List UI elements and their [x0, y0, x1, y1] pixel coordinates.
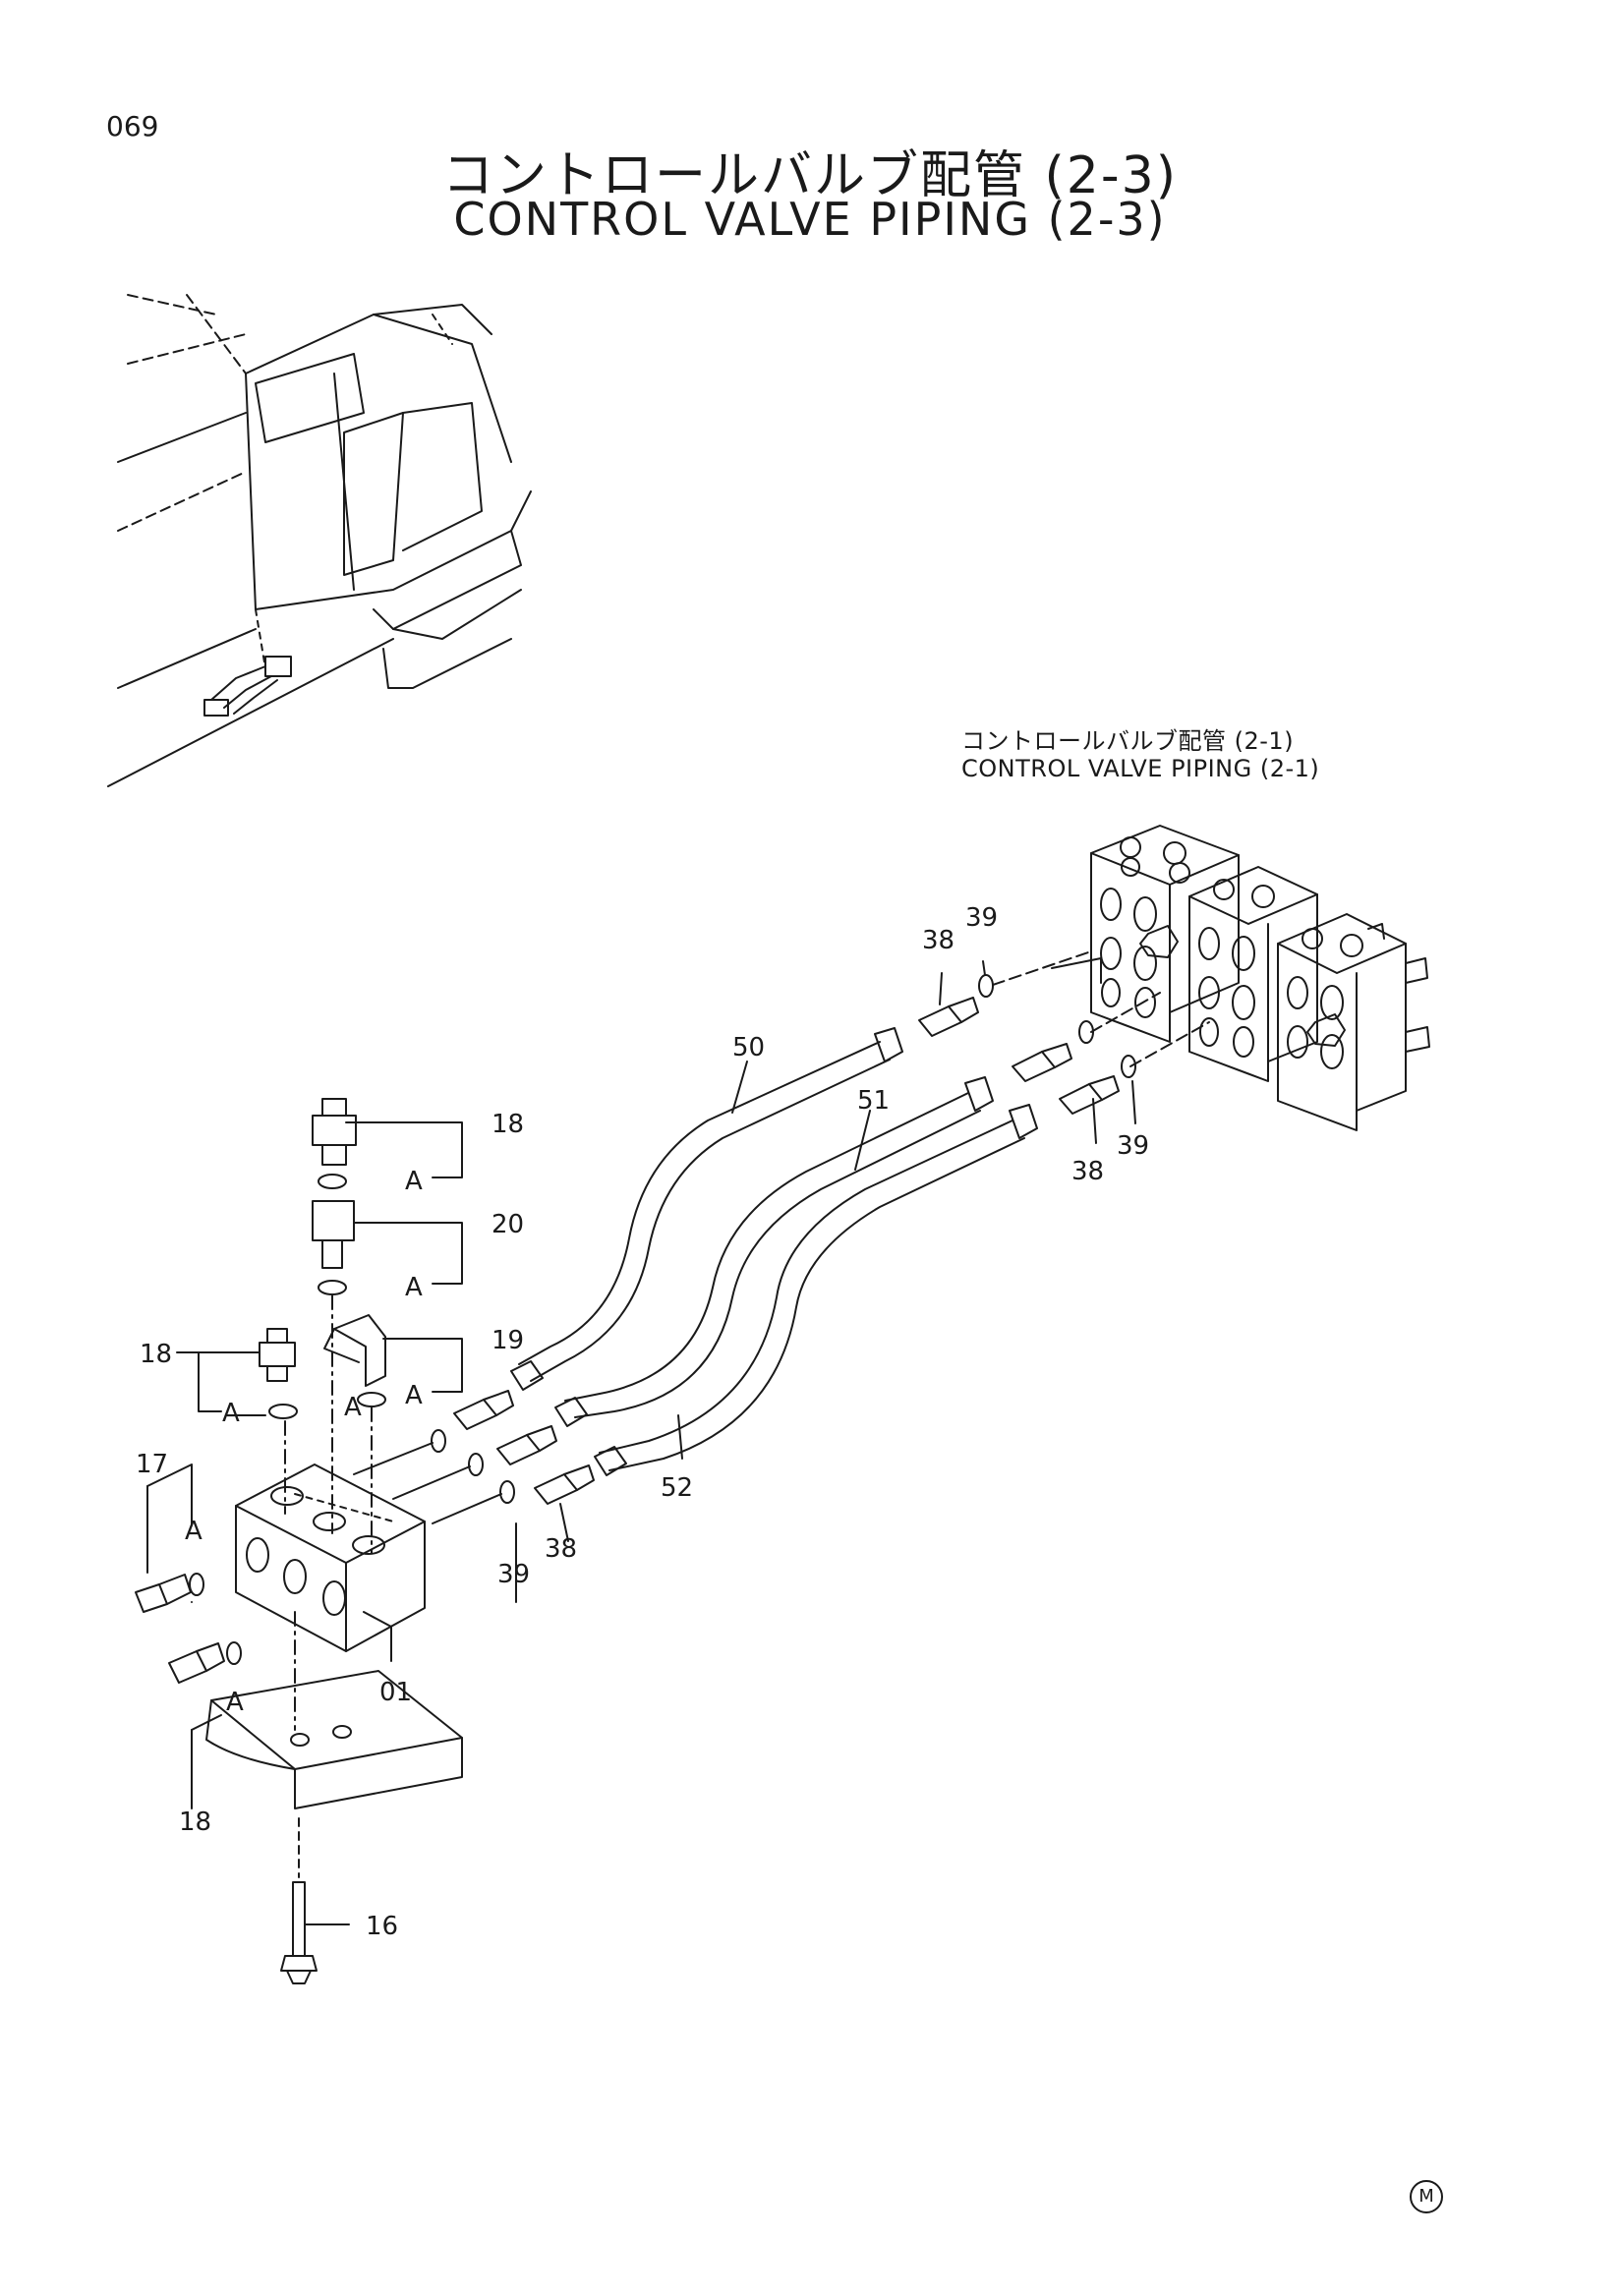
manufacturer-mark-icon: M: [1410, 2180, 1443, 2213]
callout-52: 52: [661, 1473, 693, 1503]
machine-overview-sketch: [107, 294, 532, 787]
page-number: 069: [106, 110, 159, 143]
detail-mark-a-1: A: [405, 1167, 423, 1196]
page-title-japanese: コントロールバルブ配管 (2-3): [441, 146, 1179, 205]
fitting-18-mid: [259, 1328, 296, 1382]
o-ring-39-lower: [1121, 1055, 1136, 1078]
leader-valve-top: [992, 950, 1092, 986]
callout-18-lower: 18: [179, 1808, 211, 1837]
callout-38-block: 38: [545, 1534, 577, 1564]
o-ring-mid: [1078, 1020, 1094, 1044]
detail-marks: A A A A A A A: [185, 1167, 423, 1717]
hose-52-nut: [594, 1446, 627, 1476]
fitting-38-lower: [1059, 1075, 1120, 1115]
detail-mark-a-6: A: [226, 1688, 244, 1717]
callout-17: 17: [136, 1450, 168, 1479]
o-ring-20: [318, 1280, 347, 1295]
bolt-16: [280, 1817, 318, 1984]
callout-20: 20: [492, 1210, 524, 1239]
o-ring-17: [189, 1573, 204, 1596]
reference-title-japanese: コントロールバルブ配管 (2-1): [961, 727, 1295, 755]
hose-stub: [1051, 957, 1102, 984]
hose-52: [599, 1104, 1038, 1471]
callout-19: 19: [492, 1326, 524, 1355]
callout-38-valve-low: 38: [1071, 1157, 1104, 1186]
detail-mark-a-5: A: [185, 1517, 202, 1546]
leader-valve-mid: [1090, 992, 1161, 1033]
hose-50: [518, 1027, 903, 1382]
control-valve-bank-3: [1277, 913, 1430, 1131]
manifold-block-01: [235, 1464, 426, 1652]
hose-51: [564, 1076, 994, 1418]
reference-title-english: CONTROL VALVE PIPING (2-1): [961, 755, 1320, 782]
callout-labels: 18 20 19 18 17 18 16 01 39 38 52 50 51 3…: [136, 903, 1149, 1941]
hose-50-nut: [510, 1360, 544, 1391]
bolt-17: [135, 1574, 192, 1613]
o-ring-18-mid: [268, 1404, 298, 1419]
control-valve-bank-2: [1188, 866, 1318, 1082]
hose-51-nut: [554, 1397, 588, 1427]
o-ring-39-block-2: [468, 1453, 484, 1476]
callout-18-mid: 18: [140, 1340, 172, 1369]
mounting-bracket: [205, 1670, 463, 1809]
callout-18-top: 18: [492, 1110, 524, 1139]
page-title-english: CONTROL VALVE PIPING (2-3): [453, 193, 1167, 246]
fitting-18-top: [312, 1098, 357, 1166]
elbow-19: [323, 1314, 386, 1387]
detail-mark-a-7: A: [344, 1393, 362, 1422]
callout-16: 16: [366, 1912, 398, 1941]
detail-mark-a-3: A: [405, 1381, 423, 1410]
o-ring-39-block-3: [499, 1480, 515, 1504]
fitting-38-block-1: [453, 1399, 497, 1430]
o-ring-39-block-1: [431, 1429, 446, 1453]
fitting-18-lower: [168, 1642, 225, 1684]
fitting-38-block-2: [496, 1434, 541, 1465]
o-ring-39-upper: [978, 974, 994, 998]
fitting-38-upper: [918, 997, 979, 1037]
o-ring-18-top: [318, 1174, 347, 1189]
detail-mark-a-4: A: [222, 1399, 240, 1428]
callout-39-block: 39: [497, 1560, 530, 1589]
leader-valve-low: [1129, 1021, 1210, 1067]
callout-39-valve-low: 39: [1117, 1131, 1149, 1161]
detail-mark-a-2: A: [405, 1273, 423, 1302]
callout-01: 01: [379, 1678, 412, 1707]
o-ring-18-lower: [226, 1641, 242, 1665]
fitting-38-block-3: [534, 1473, 578, 1505]
callout-51: 51: [857, 1086, 890, 1116]
callout-50: 50: [732, 1033, 765, 1062]
control-valve-bank-1: [1090, 825, 1240, 1043]
callout-38-valve: 38: [922, 926, 955, 955]
o-ring-19: [357, 1392, 386, 1407]
callout-39-valve-top: 39: [965, 903, 998, 933]
fitting-38-mid: [1012, 1043, 1072, 1082]
adapter-20: [312, 1200, 355, 1269]
